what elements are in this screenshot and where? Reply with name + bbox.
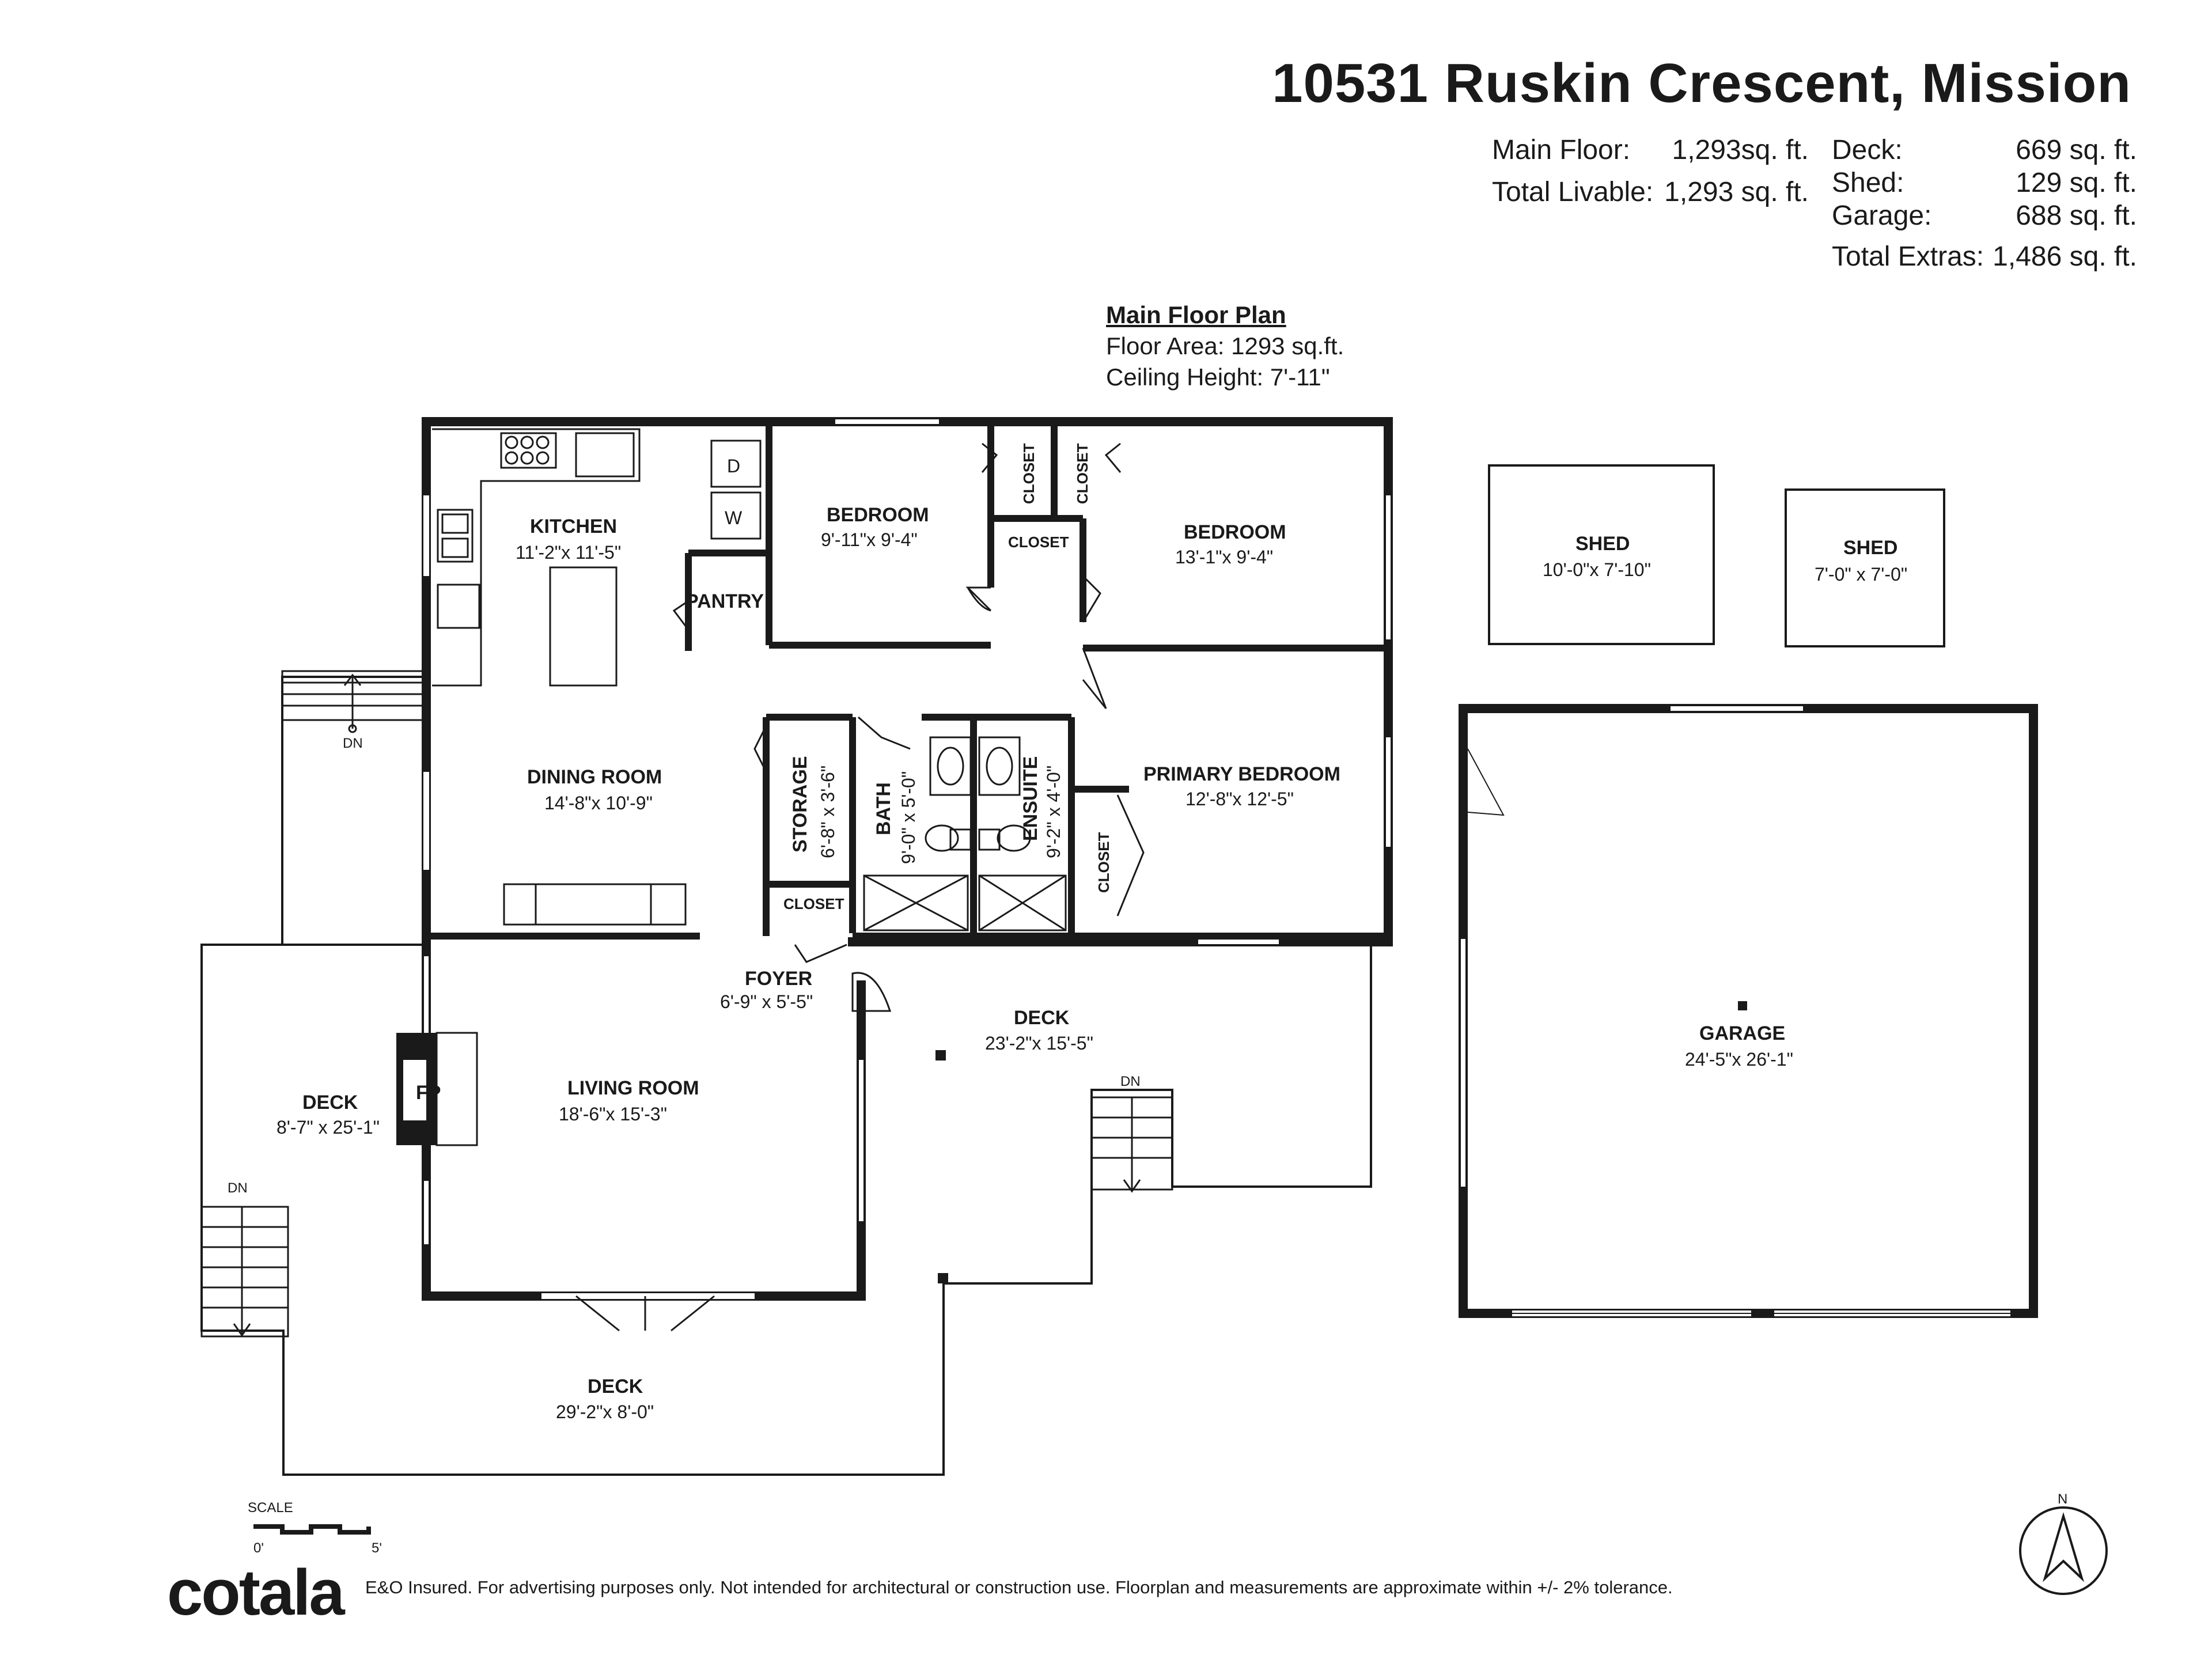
kitchen-dims: 11'-2"x 11'-5" bbox=[516, 542, 621, 563]
dining-table bbox=[503, 883, 687, 926]
cooktop bbox=[500, 432, 557, 469]
stairs-down-label: DN bbox=[343, 736, 363, 751]
total-extras-label: Total Extras: bbox=[1832, 241, 1984, 272]
closet-d-label: CLOSET bbox=[1095, 832, 1112, 893]
bath-label: BATH bbox=[873, 782, 895, 835]
garage-post bbox=[1738, 1001, 1747, 1010]
closet-c-label: CLOSET bbox=[1008, 533, 1069, 551]
stairs-down-label: DN bbox=[1120, 1074, 1141, 1089]
garage-opening-edges bbox=[1460, 705, 2010, 1314]
shed-2-outline bbox=[1785, 488, 1945, 647]
storage-label: STORAGE bbox=[789, 756, 811, 853]
storage-dims: 6'-8" x 3'-6" bbox=[817, 766, 838, 858]
bedroom-1-dims: 9'-11"x 9'-4" bbox=[821, 529, 918, 550]
bath-fixtures bbox=[863, 736, 1067, 931]
kitchen-island bbox=[549, 566, 618, 687]
deck-area-label: Deck: bbox=[1832, 135, 1903, 165]
garage-dims: 24'-5"x 26'-1" bbox=[1685, 1049, 1793, 1070]
north-label: N bbox=[2058, 1491, 2067, 1507]
shed-1-dims: 10'-0"x 7'-10" bbox=[1543, 559, 1651, 580]
stairs-east bbox=[1090, 1096, 1173, 1193]
kitchen-label: KITCHEN bbox=[530, 516, 617, 537]
garage-label: GARAGE bbox=[1699, 1022, 1785, 1044]
ensuite-dims: 9'-2" x 4'-0" bbox=[1043, 766, 1064, 858]
kitchen-sink bbox=[437, 509, 474, 563]
primary-bedroom-label: PRIMARY BEDROOM bbox=[1143, 763, 1340, 785]
pantry-label: PANTRY bbox=[685, 590, 764, 612]
range bbox=[437, 584, 480, 629]
closet-e-label: CLOSET bbox=[783, 895, 844, 912]
window-sills bbox=[423, 418, 1392, 1244]
fireplace-label: FP bbox=[416, 1082, 441, 1104]
total-livable-value: 1,293 sq. ft. bbox=[1664, 177, 1809, 207]
bath-dims: 9'-0" x 5'-0" bbox=[898, 771, 919, 864]
deck-area-value: 669 sq. ft. bbox=[2016, 135, 2137, 165]
scale-bar: SCALE 0' 5' bbox=[248, 1500, 382, 1556]
plan-heading: Main Floor Plan bbox=[1106, 301, 1286, 328]
deck-south-label: DECK bbox=[588, 1376, 643, 1397]
ensuite-label: ENSUITE bbox=[1020, 756, 1041, 841]
dining-room-dims: 14'-8"x 10'-9" bbox=[544, 793, 653, 813]
north-arrow-icon: N bbox=[2019, 1491, 2108, 1595]
scale-label: SCALE bbox=[248, 1500, 293, 1516]
shed-2-label: SHED bbox=[1843, 537, 1897, 559]
stairs-down-label: DN bbox=[228, 1180, 248, 1196]
stairs-north-west bbox=[281, 670, 427, 733]
deck-landing-outline bbox=[281, 676, 426, 945]
cotala-logo: cotala bbox=[167, 1556, 345, 1628]
deck-south-dims: 29'-2"x 8'-0" bbox=[556, 1402, 654, 1422]
garage-area-value: 688 sq. ft. bbox=[2016, 200, 2137, 231]
shed-1-outline bbox=[1488, 464, 1715, 645]
foyer-label: FOYER bbox=[745, 968, 812, 990]
property-address-title: 10531 Ruskin Crescent, Mission bbox=[1272, 52, 2131, 114]
sink-top bbox=[575, 432, 635, 478]
ceiling-height: Ceiling Height: 7'-11" bbox=[1106, 363, 1330, 391]
floor-area: Floor Area: 1293 sq.ft. bbox=[1106, 332, 1344, 359]
shed-1-label: SHED bbox=[1575, 533, 1630, 555]
living-room-dims: 18'-6"x 15'-3" bbox=[559, 1104, 667, 1124]
shed-area-label: Shed: bbox=[1832, 168, 1904, 198]
deck-west-label: DECK bbox=[302, 1092, 358, 1113]
stairs-west bbox=[200, 1206, 289, 1338]
deck-post bbox=[938, 1273, 948, 1283]
garage-openings bbox=[1460, 706, 2010, 1316]
shed-2-dims: 7'-0" x 7'-0" bbox=[1815, 564, 1907, 585]
main-floor-label: Main Floor: bbox=[1492, 135, 1631, 165]
total-extras-value: 1,486 sq. ft. bbox=[1993, 241, 2137, 272]
door-swings bbox=[672, 442, 1145, 1012]
deck-east-label: DECK bbox=[1014, 1007, 1070, 1029]
deck-west-dims: 8'-7" x 25'-1" bbox=[276, 1117, 380, 1138]
dryer-box bbox=[710, 440, 762, 488]
dryer-label: D bbox=[727, 456, 740, 476]
bedroom-2-label: BEDROOM bbox=[1184, 521, 1286, 543]
patio-door bbox=[575, 1295, 715, 1332]
washer-label: W bbox=[725, 507, 743, 528]
plan-heading-block: Main Floor Plan Floor Area: 1293 sq.ft. … bbox=[1106, 300, 1344, 393]
foyer-dims: 6'-9" x 5'-5" bbox=[720, 991, 813, 1012]
kitchen-counters bbox=[432, 428, 641, 687]
bedroom-2-dims: 13'-1"x 9'-4" bbox=[1175, 547, 1273, 567]
primary-bedroom-dims: 12'-8"x 12'-5" bbox=[1185, 789, 1294, 809]
closet-a-label: CLOSET bbox=[1020, 443, 1037, 504]
disclaimer-text: E&O Insured. For advertising purposes on… bbox=[365, 1577, 1673, 1597]
washer-box bbox=[710, 491, 762, 540]
garage-walls bbox=[1459, 704, 2038, 1318]
deck-outline bbox=[200, 944, 1372, 1476]
bedroom-1-label: BEDROOM bbox=[827, 504, 929, 526]
closet-b-label: CLOSET bbox=[1074, 443, 1091, 504]
scale-end: 5' bbox=[372, 1540, 382, 1556]
dining-room-label: DINING ROOM bbox=[527, 766, 662, 788]
garage-area-label: Garage: bbox=[1832, 200, 1932, 231]
total-livable-label: Total Livable: bbox=[1492, 177, 1654, 207]
laundry bbox=[710, 440, 762, 540]
shed-area-value: 129 sq. ft. bbox=[2016, 168, 2137, 198]
living-room-label: LIVING ROOM bbox=[567, 1077, 699, 1099]
scale-start: 0' bbox=[253, 1540, 264, 1556]
main-floor-value: 1,293sq. ft. bbox=[1672, 135, 1809, 165]
deck-post bbox=[935, 1050, 946, 1060]
deck-east-dims: 23'-2"x 15'-5" bbox=[985, 1033, 1093, 1054]
interior-walls bbox=[426, 426, 1388, 940]
fireplace bbox=[396, 1032, 478, 1146]
